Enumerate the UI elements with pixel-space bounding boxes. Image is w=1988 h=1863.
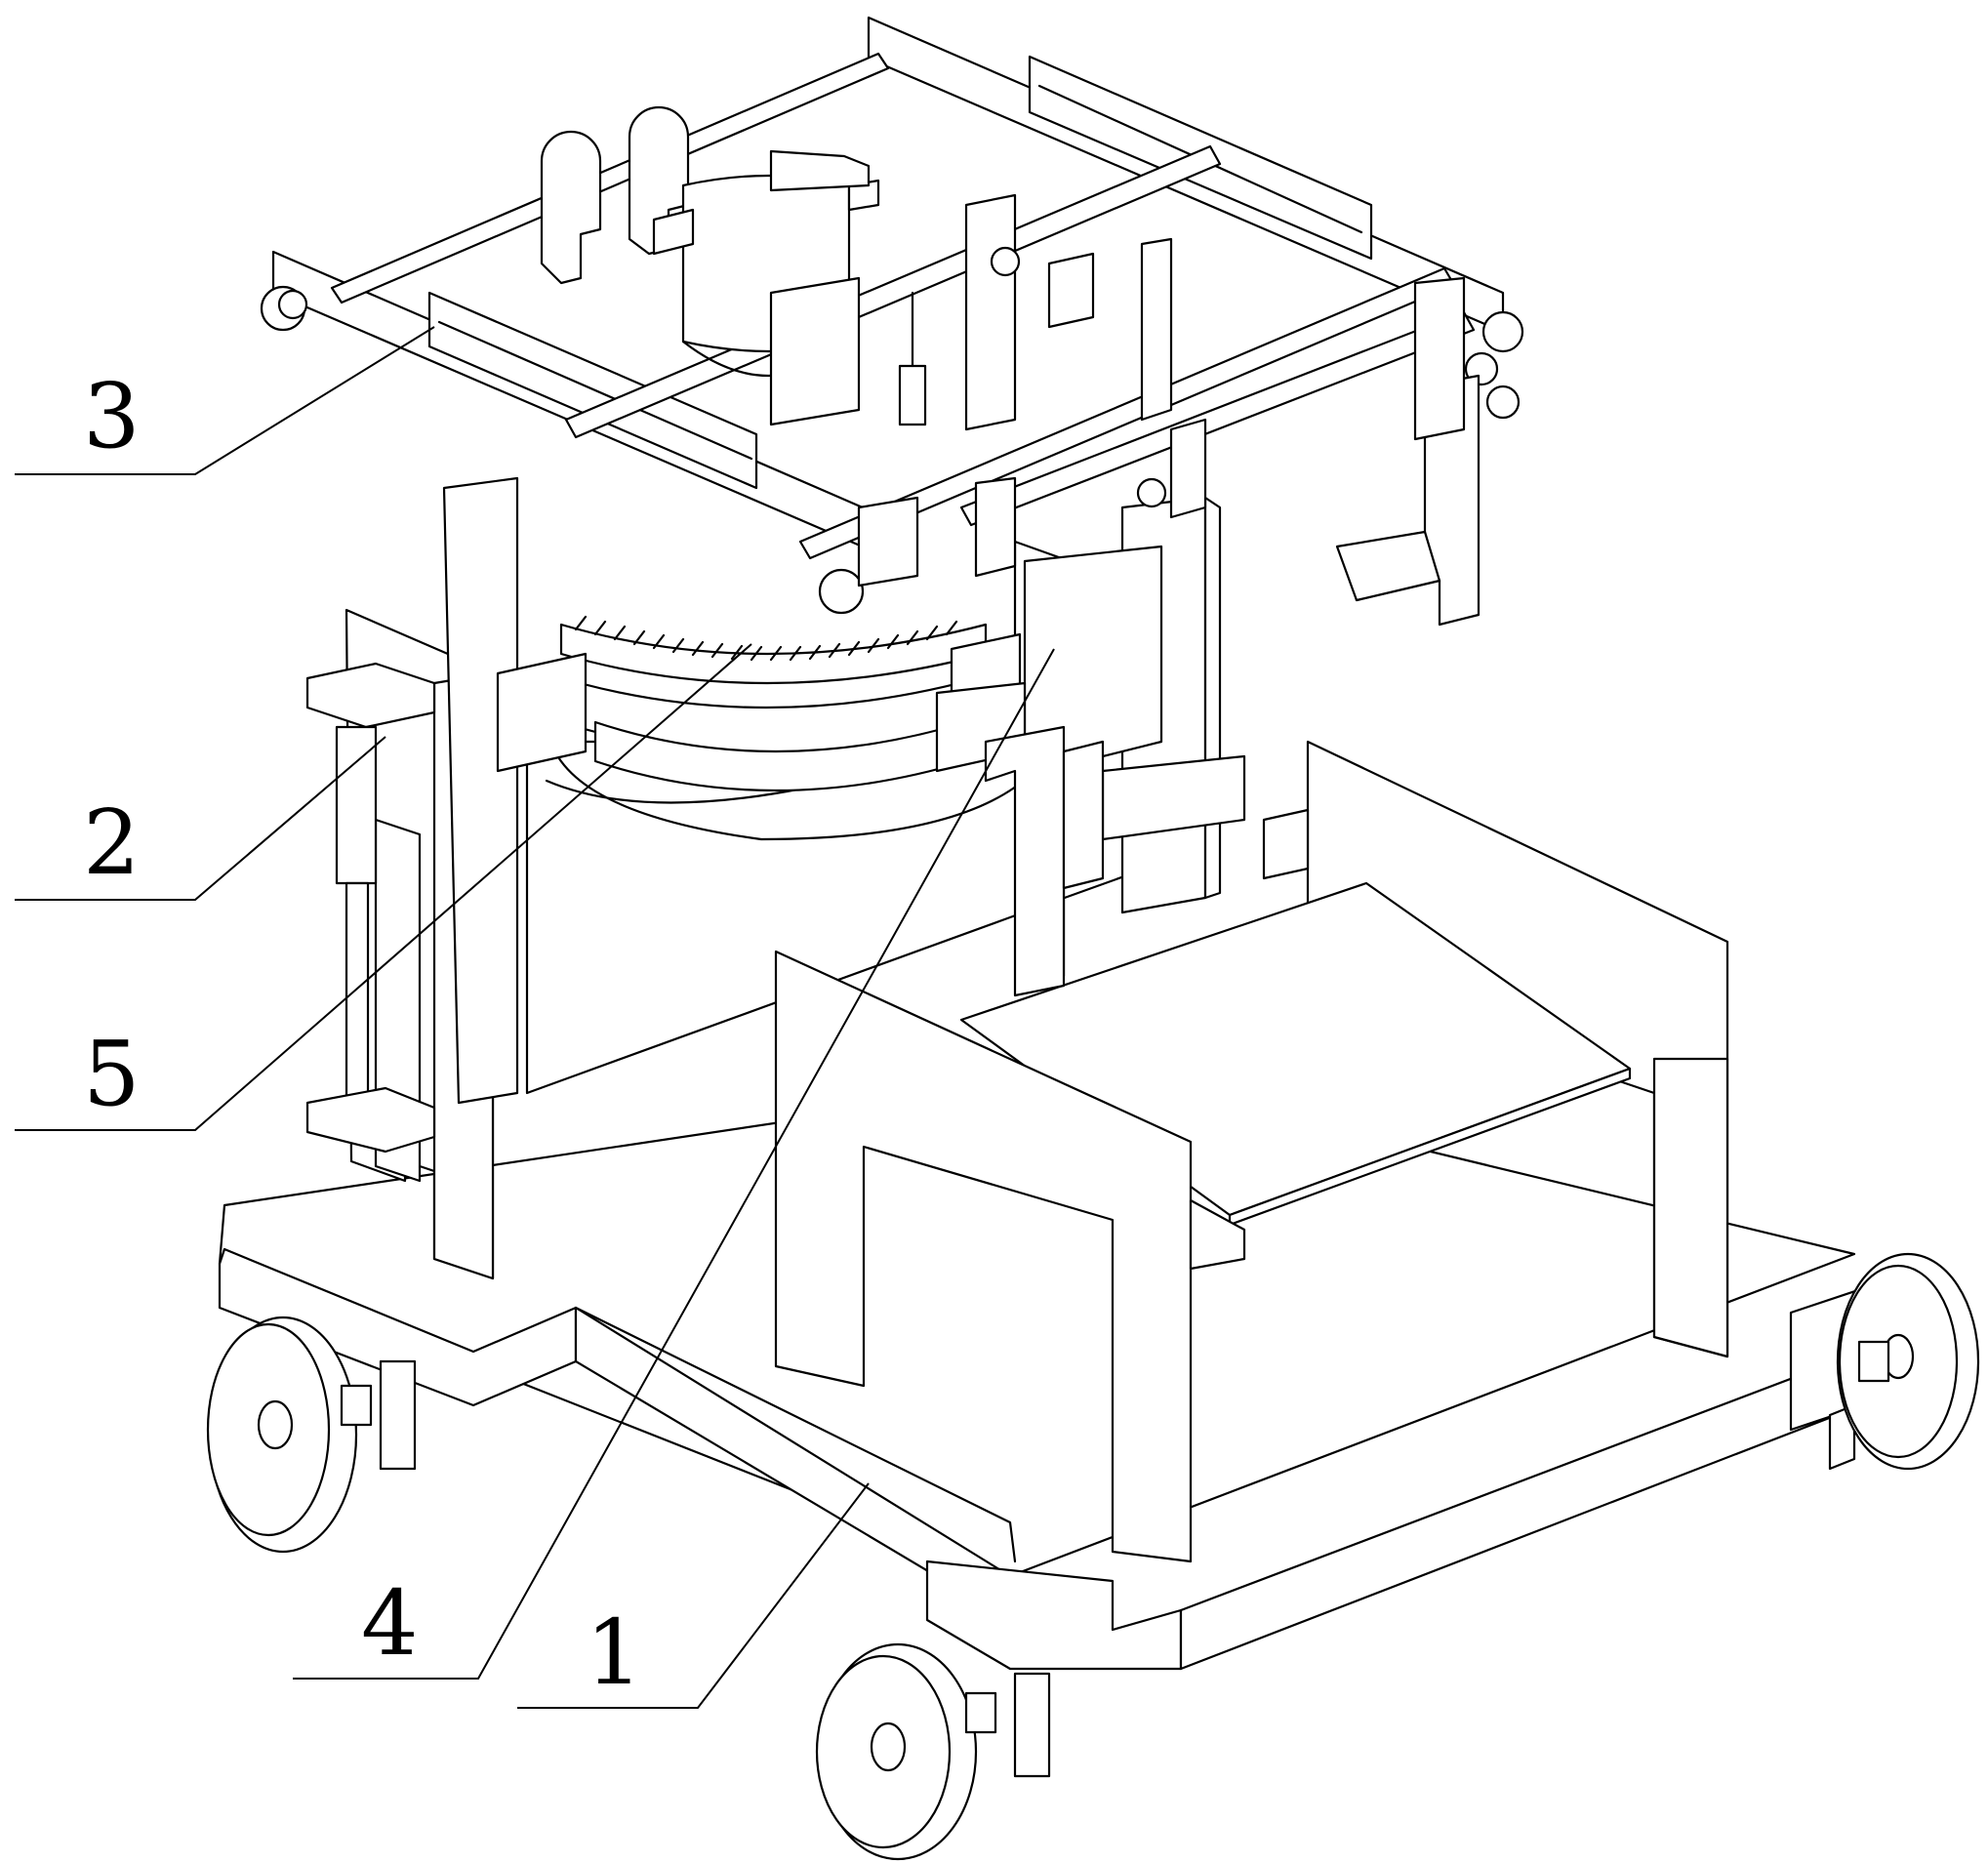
wheel-front-left — [206, 1316, 373, 1554]
leader-2 — [15, 736, 386, 901]
leader-1 — [517, 1482, 870, 1709]
label-4: 4 — [361, 1571, 419, 1676]
top-frame — [260, 16, 1524, 627]
clamp-plate — [935, 540, 1163, 997]
lift-cylinder — [305, 476, 588, 1280]
callout-labels: 3 2 5 4 1 — [83, 364, 643, 1705]
leader-5 — [15, 643, 752, 1131]
wheel-rear-right — [1836, 1252, 1980, 1471]
label-1: 1 — [586, 1600, 643, 1705]
wheels — [206, 1252, 1980, 1861]
label-5: 5 — [83, 1022, 141, 1126]
leader-4 — [293, 648, 1055, 1680]
leader-3 — [15, 326, 435, 475]
support-table — [774, 740, 1729, 1563]
label-2: 2 — [83, 790, 141, 895]
wheel-front-right — [815, 1642, 997, 1861]
leader-lines — [15, 326, 1055, 1709]
label-3: 3 — [83, 364, 141, 468]
